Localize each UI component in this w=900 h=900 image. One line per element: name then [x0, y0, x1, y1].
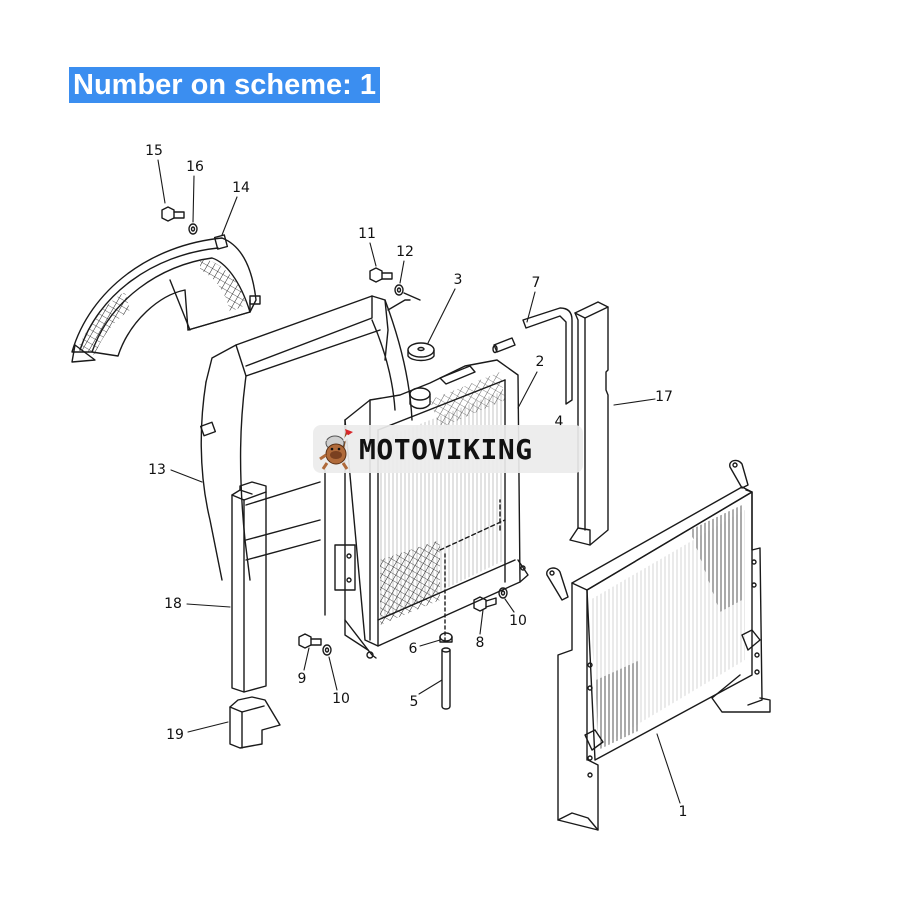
- seal-block-part-19: [229, 696, 281, 749]
- bolt-part-11: [369, 267, 393, 283]
- callout-7: 7: [531, 275, 541, 291]
- motoviking-watermark: MOTOVIKING: [313, 425, 583, 473]
- callout-18: 18: [164, 596, 182, 612]
- callout-leader-lines: [157, 159, 681, 804]
- washer-part-10-left: [322, 644, 332, 656]
- washer-part-10-right: [498, 587, 508, 599]
- callout-13: 13: [148, 462, 166, 478]
- callout-10-left: 10: [332, 691, 350, 707]
- callout-4: 4: [554, 414, 564, 430]
- watermark-brand-text: MOTOVIKING: [359, 432, 533, 466]
- callout-2: 2: [535, 354, 545, 370]
- callout-11: 11: [358, 226, 376, 242]
- callout-12: 12: [396, 244, 414, 260]
- scheme-number-banner: Number on scheme: 1: [69, 67, 380, 103]
- callout-10-right: 10: [509, 613, 527, 629]
- washer-part-16: [188, 223, 198, 235]
- radiator-part-2: [324, 359, 529, 659]
- overflow-pipe-part-4: [522, 307, 573, 405]
- clamp-part-6: [439, 632, 453, 643]
- callout-6: 6: [408, 641, 418, 657]
- fan-guard-part-14: [71, 234, 261, 363]
- callout-1: 1: [678, 804, 688, 820]
- radiator-cap-part-3: [407, 342, 435, 362]
- drain-pipe-part-5: [441, 647, 451, 710]
- callout-16: 16: [186, 159, 204, 175]
- callout-17: 17: [655, 389, 673, 405]
- callout-19: 19: [166, 727, 184, 743]
- callout-14: 14: [232, 180, 250, 196]
- callout-3: 3: [453, 272, 463, 288]
- bolt-part-15: [161, 206, 185, 222]
- bolt-part-9: [298, 633, 322, 649]
- callout-5: 5: [409, 694, 419, 710]
- hose-part-7: [492, 337, 516, 354]
- viking-mascot-icon: [319, 429, 353, 470]
- side-seal-part-18: [231, 481, 267, 693]
- side-seal-part-17: [569, 301, 609, 546]
- callout-9: 9: [297, 671, 307, 687]
- oil-cooler-part-1: [546, 459, 771, 831]
- callout-15: 15: [145, 143, 163, 159]
- callout-8: 8: [475, 635, 485, 651]
- washer-part-12: [394, 284, 421, 301]
- bolt-part-8: [473, 596, 497, 612]
